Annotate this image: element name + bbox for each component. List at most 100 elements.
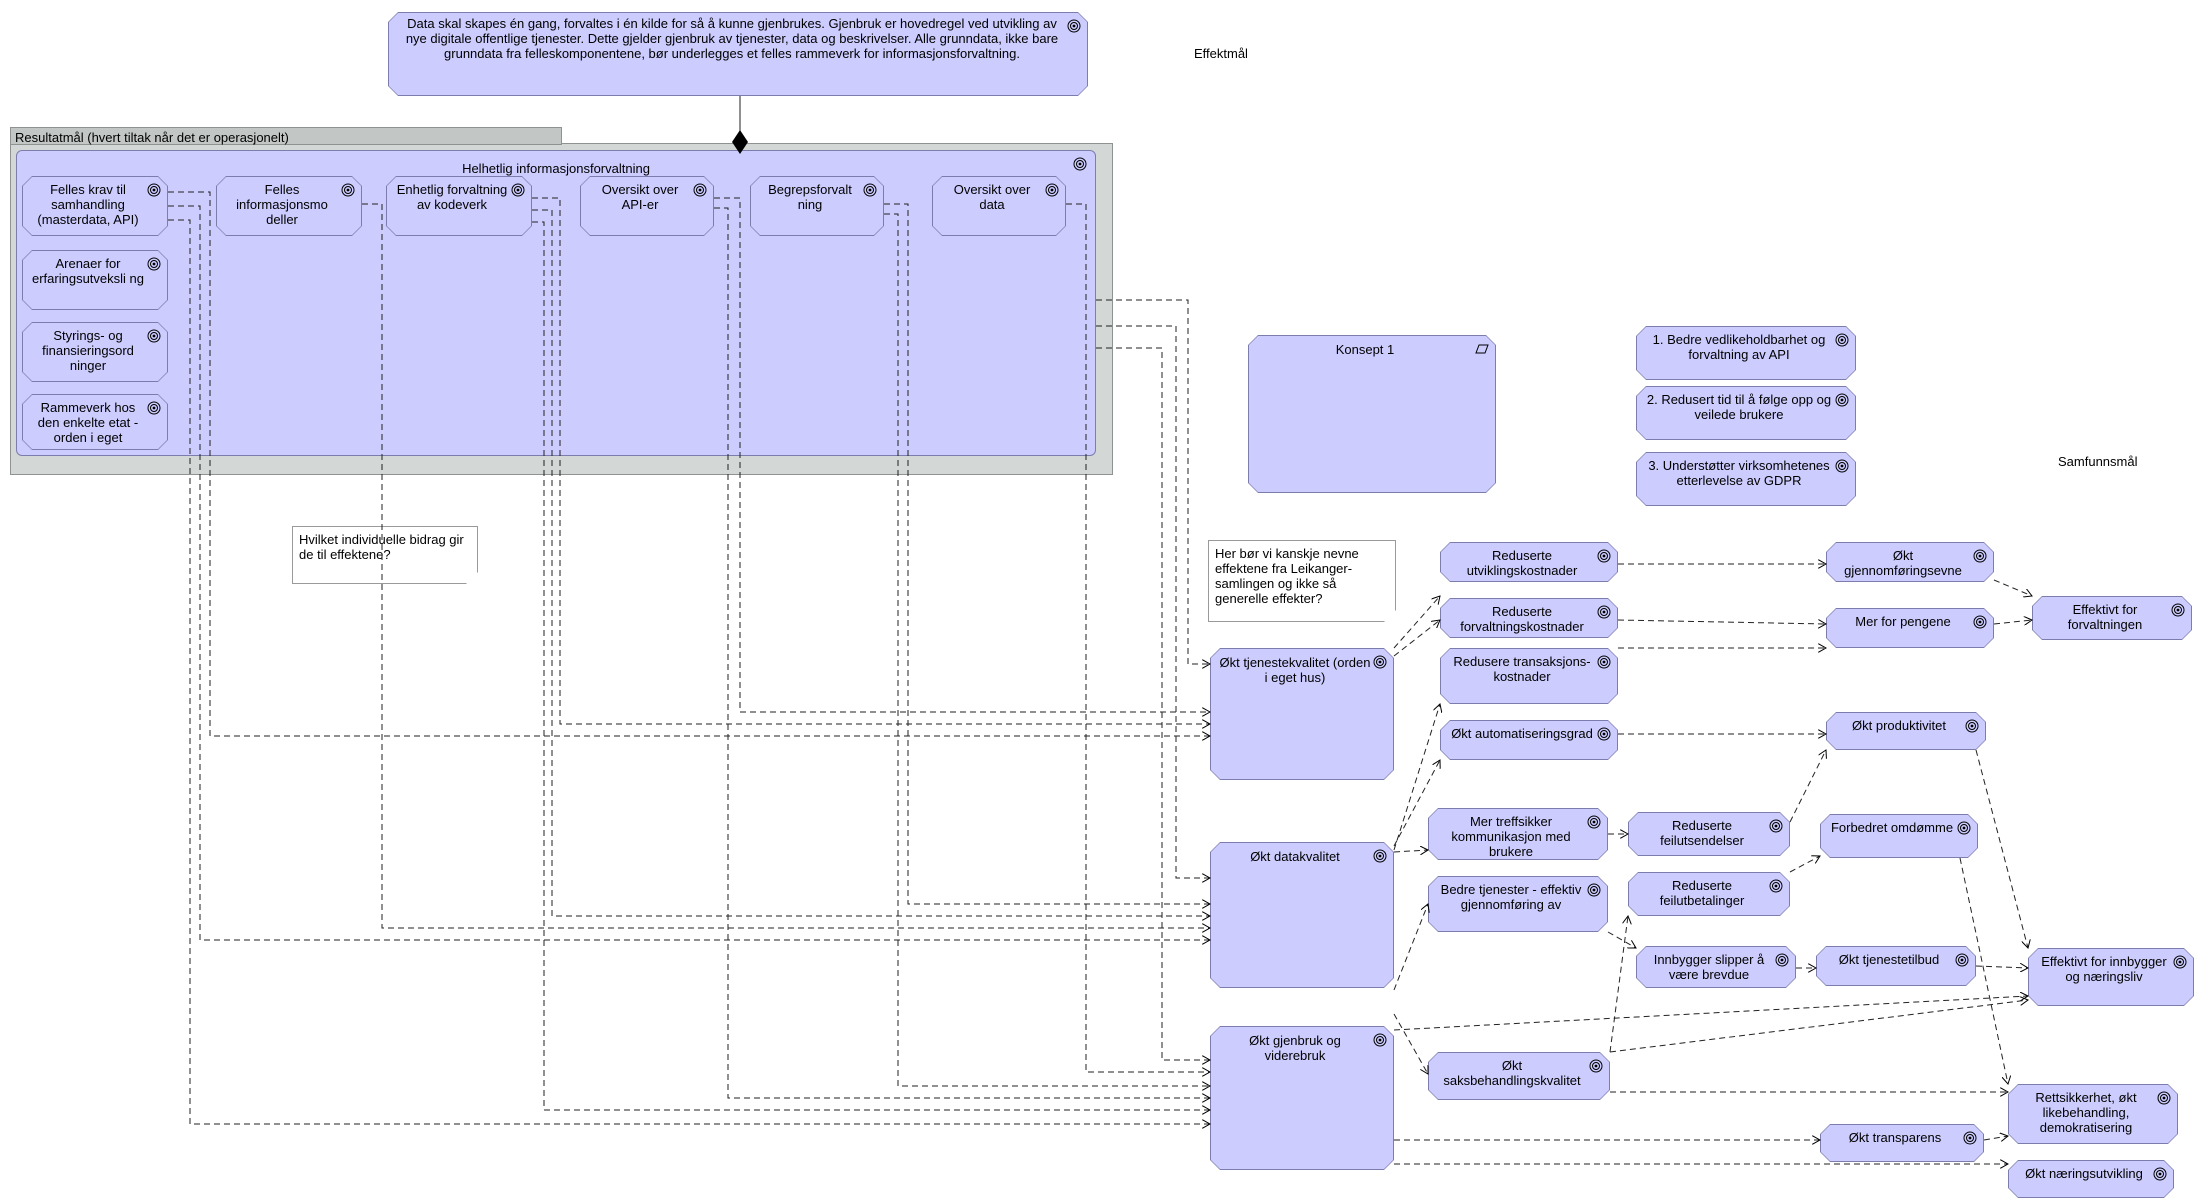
effect-brevdue[interactable]: Innbygger slipper å være brevdue bbox=[1636, 946, 1796, 988]
wire bbox=[1975, 749, 2028, 948]
goal-oversikt-data[interactable]: Oversikt over data bbox=[932, 176, 1066, 236]
wire bbox=[1617, 620, 1826, 624]
goal-text: Økt tjenestetilbud bbox=[1817, 947, 1975, 985]
effect-feilutbetalinger[interactable]: Reduserte feilutbetalinger bbox=[1628, 872, 1790, 916]
target-icon bbox=[1373, 1033, 1387, 1047]
goal-text: 2. Redusert tid til å følge opp og veile… bbox=[1637, 387, 1855, 439]
goal-text: Økt datakvalitet bbox=[1211, 843, 1393, 987]
goal-n2[interactable]: 2. Redusert tid til å følge opp og veile… bbox=[1636, 386, 1856, 440]
target-icon bbox=[2173, 955, 2187, 969]
target-icon bbox=[1769, 879, 1783, 893]
goal-text: Rammeverk hos den enkelte etat - orden i… bbox=[23, 395, 167, 449]
wire bbox=[1393, 904, 1428, 991]
wire bbox=[1393, 1013, 1428, 1074]
goal-styring[interactable]: Styrings- og finansieringsord ninger bbox=[22, 322, 168, 382]
target-icon bbox=[1955, 953, 1969, 967]
target-icon bbox=[341, 183, 355, 197]
effect-bedre-tjenester[interactable]: Bedre tjenester - effektiv gjennomføring… bbox=[1428, 876, 1608, 932]
goal-text: Økt produktivitet bbox=[1827, 713, 1985, 749]
target-icon bbox=[1045, 183, 1059, 197]
effect-pengene[interactable]: Mer for pengene bbox=[1826, 608, 1994, 648]
goal-felles-info[interactable]: Felles informasjonsmo deller bbox=[216, 176, 362, 236]
target-icon bbox=[863, 183, 877, 197]
goal-text: Reduserte feilutsendelser bbox=[1629, 813, 1789, 855]
goal-n1[interactable]: 1. Bedre vedlikeholdbarhet og forvaltnin… bbox=[1636, 326, 1856, 380]
effect-omdomme[interactable]: Forbedret omdømme bbox=[1820, 814, 1978, 858]
wire bbox=[1096, 325, 1210, 878]
goal-text: Reduserte feilutbetalinger bbox=[1629, 873, 1789, 915]
target-icon bbox=[1835, 333, 1849, 347]
target-icon bbox=[2171, 603, 2185, 617]
target-icon bbox=[1965, 719, 1979, 733]
goal-arenaer[interactable]: Arenaer for erfaringsutveksli ng bbox=[22, 250, 168, 310]
goal-text: Felles informasjonsmo deller bbox=[217, 177, 361, 235]
effect-eff-forvaltningen[interactable]: Effektivt for forvaltningen bbox=[2032, 596, 2192, 640]
target-icon bbox=[1973, 549, 1987, 563]
goal-text: 3. Understøtter virksomhetenes etterleve… bbox=[1637, 453, 1855, 505]
effect-eff-innbygger[interactable]: Effektivt for innbygger og næringsliv bbox=[2028, 948, 2194, 1006]
target-icon bbox=[1957, 821, 1971, 835]
wire bbox=[1393, 620, 1440, 657]
target-icon bbox=[147, 329, 161, 343]
wire bbox=[1993, 579, 2032, 596]
target-icon bbox=[1067, 19, 1081, 33]
effect-datakvalitet[interactable]: Økt datakvalitet bbox=[1210, 842, 1394, 988]
wire bbox=[1096, 347, 1210, 1060]
helhetlig-title: Helhetlig informasjonsforvaltning bbox=[462, 161, 650, 176]
goal-text: Effektivt for innbygger og næringsliv bbox=[2029, 949, 2193, 1005]
principle-text: Data skal skapes én gang, forvaltes i én… bbox=[389, 13, 1087, 95]
goal-text: Reduserte forvaltningskostnader bbox=[1441, 599, 1617, 637]
note-leikanger[interactable]: Her bør vi kanskje nevne effektene fra L… bbox=[1208, 540, 1396, 622]
effect-feilutsendelser[interactable]: Reduserte feilutsendelser bbox=[1628, 812, 1790, 856]
goal-rammeverk[interactable]: Rammeverk hos den enkelte etat - orden i… bbox=[22, 394, 168, 450]
goal-enhetlig[interactable]: Enhetlig forvaltning av kodeverk bbox=[386, 176, 532, 236]
effect-saksbehandling[interactable]: Økt saksbehandlingskvalitet bbox=[1428, 1052, 1610, 1100]
effect-gjenbruk[interactable]: Økt gjenbruk og viderebruk bbox=[1210, 1026, 1394, 1170]
effect-automatisering[interactable]: Økt automatiseringsgrad bbox=[1440, 720, 1618, 760]
effect-gjennomforing[interactable]: Økt gjennomføringsevne bbox=[1826, 542, 1994, 582]
target-icon bbox=[1597, 727, 1611, 741]
wire bbox=[1393, 996, 2028, 1031]
goal-text: Økt automatiseringsgrad bbox=[1441, 721, 1617, 759]
target-icon bbox=[1775, 953, 1789, 967]
effect-forvaltning[interactable]: Reduserte forvaltningskostnader bbox=[1440, 598, 1618, 638]
konsept-1[interactable]: Konsept 1 bbox=[1248, 335, 1496, 493]
goal-text: Økt transparens bbox=[1821, 1125, 1983, 1161]
effect-treffsikker[interactable]: Mer treffsikker kommunikasjon med bruker… bbox=[1428, 808, 1608, 860]
effect-utvikling[interactable]: Reduserte utviklingskostnader bbox=[1440, 542, 1618, 582]
target-icon bbox=[1835, 393, 1849, 407]
effect-rettssikkerhet[interactable]: Rettsikkerhet, økt likebehandling, demok… bbox=[2008, 1084, 2178, 1144]
goal-begrep[interactable]: Begrepsforvalt ning bbox=[750, 176, 884, 236]
goal-oversikt-api[interactable]: Oversikt over API-er bbox=[580, 176, 714, 236]
target-icon bbox=[147, 183, 161, 197]
wire bbox=[1789, 856, 1820, 873]
effect-transaksjon[interactable]: Redusere transaksjons-kostnader bbox=[1440, 648, 1618, 704]
wire bbox=[1975, 966, 2028, 968]
target-icon bbox=[1597, 605, 1611, 619]
target-icon bbox=[2153, 1167, 2167, 1181]
target-icon bbox=[147, 401, 161, 415]
effect-naeringsutvikling[interactable]: Økt næringsutvikling bbox=[2008, 1160, 2174, 1198]
goal-text: Reduserte utviklingskostnader bbox=[1441, 543, 1617, 581]
target-icon bbox=[511, 183, 525, 197]
goal-text: Mer treffsikker kommunikasjon med bruker… bbox=[1429, 809, 1607, 859]
target-icon bbox=[1963, 1131, 1977, 1145]
goal-felles-krav[interactable]: Felles krav til samhandling (masterdata,… bbox=[22, 176, 168, 236]
goal-text: Redusere transaksjons-kostnader bbox=[1441, 649, 1617, 703]
note-individuelle[interactable]: Hvilket individuelle bidrag gir de til e… bbox=[292, 526, 478, 584]
target-icon bbox=[2157, 1091, 2171, 1105]
target-icon bbox=[693, 183, 707, 197]
goal-text: Økt saksbehandlingskvalitet bbox=[1429, 1053, 1609, 1099]
effect-produktivitet[interactable]: Økt produktivitet bbox=[1826, 712, 1986, 750]
principle-goal[interactable]: Data skal skapes én gang, forvaltes i én… bbox=[388, 12, 1088, 96]
goal-text: Arenaer for erfaringsutveksli ng bbox=[23, 251, 167, 309]
goal-n3[interactable]: 3. Understøtter virksomhetenes etterleve… bbox=[1636, 452, 1856, 506]
effect-tjenestekvalitet[interactable]: Økt tjenestekvalitet (orden i eget hus) bbox=[1210, 648, 1394, 780]
target-icon bbox=[1373, 849, 1387, 863]
target-icon bbox=[1597, 655, 1611, 669]
effect-transparens[interactable]: Økt transparens bbox=[1820, 1124, 1984, 1162]
goal-text: Mer for pengene bbox=[1827, 609, 1993, 647]
parallelogram-icon bbox=[1475, 344, 1489, 354]
effect-tjenestetilbud[interactable]: Økt tjenestetilbud bbox=[1816, 946, 1976, 986]
goal-text: Forbedret omdømme bbox=[1821, 815, 1977, 857]
